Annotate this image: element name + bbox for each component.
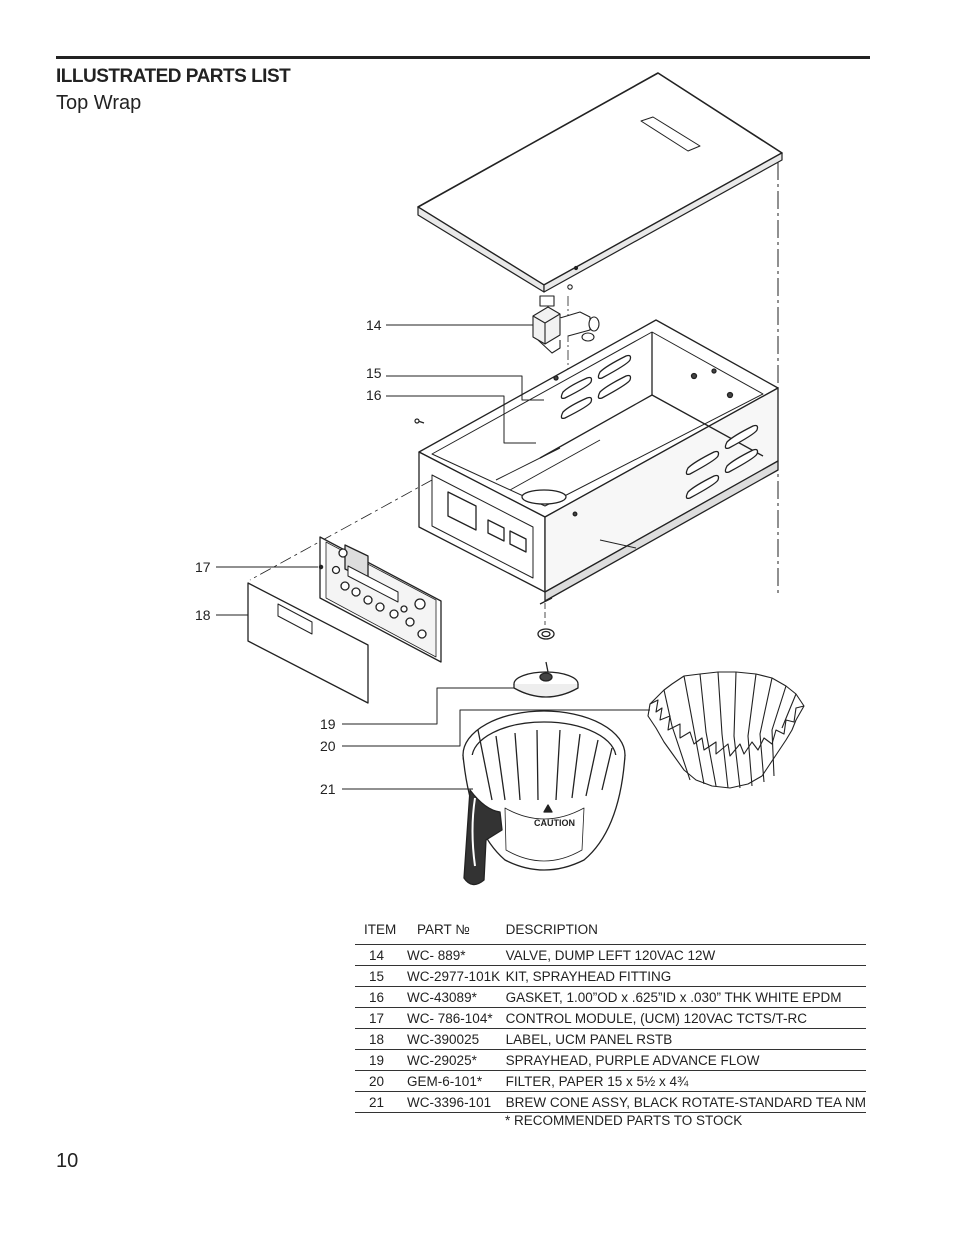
paper-filter-part-20: [647, 671, 805, 789]
description-cell: GASKET, 1.00”OD x .625”ID x .030” THK WH…: [505, 986, 866, 1008]
callout-15: 15: [366, 365, 382, 381]
table-row: 17 WC- 786-104* CONTROL MODULE, (UCM) 12…: [355, 1007, 866, 1029]
item-cell: 21: [355, 1091, 408, 1113]
item-cell: 17: [355, 1007, 408, 1029]
callout-18: 18: [195, 607, 211, 623]
callout-20: 20: [320, 738, 336, 754]
column-header-part: PART №: [417, 921, 470, 937]
part-cell: WC-43089*: [407, 986, 506, 1008]
item-cell: 19: [355, 1049, 408, 1071]
page-number: 10: [56, 1150, 79, 1172]
description-cell: LABEL, UCM PANEL RSTB: [505, 1028, 866, 1050]
part-cell: WC- 889*: [407, 944, 506, 966]
item-cell: 20: [355, 1070, 408, 1092]
description-cell: FILTER, PAPER 15 x 5½ x 4¾: [505, 1070, 866, 1092]
callout-21: 21: [320, 781, 336, 797]
parts-table-header: ITEM PART № DESCRIPTION: [355, 918, 866, 945]
section-heading: ILLUSTRATED PARTS LIST: [56, 66, 291, 87]
callout-19: 19: [320, 716, 336, 732]
recommended-parts-footnote: * RECOMMENDED PARTS TO STOCK: [505, 1113, 743, 1128]
dump-valve-part-14: [532, 284, 600, 354]
item-cell: 15: [355, 965, 408, 987]
section-subheading: Top Wrap: [56, 92, 142, 114]
part-cell: WC-390025: [407, 1028, 506, 1050]
description-cell: SPRAYHEAD, PURPLE ADVANCE FLOW: [505, 1049, 866, 1071]
parts-table: ITEM PART № DESCRIPTION 14 WC- 889* VALV…: [355, 918, 866, 1113]
description-cell: VALVE, DUMP LEFT 120VAC 12W: [505, 944, 866, 966]
caution-label: CAUTION: [534, 818, 575, 828]
item-cell: 18: [355, 1028, 408, 1050]
description-cell: BREW CONE ASSY, BLACK ROTATE-STANDARD TE…: [505, 1091, 866, 1113]
callout-17: 17: [195, 559, 211, 575]
table-row: 20 GEM-6-101* FILTER, PAPER 15 x 5½ x 4¾: [355, 1070, 866, 1092]
ucm-label-part-18: [247, 582, 369, 704]
column-header-item: ITEM: [364, 921, 397, 937]
table-row: 16 WC-43089* GASKET, 1.00”OD x .625”ID x…: [355, 986, 866, 1008]
part-cell: WC- 786-104*: [407, 1007, 506, 1029]
description-cell: CONTROL MODULE, (UCM) 120VAC TCTS/T-RC: [505, 1007, 866, 1029]
control-module-part-17: [318, 536, 442, 663]
part-cell: WC-29025*: [407, 1049, 506, 1071]
header-rule: [56, 56, 870, 59]
top-cover-lid: [417, 72, 783, 293]
table-row: 18 WC-390025 LABEL, UCM PANEL RSTB: [355, 1028, 866, 1050]
brew-cone-part-21: [462, 710, 626, 886]
item-cell: 14: [355, 944, 408, 966]
table-row: 21 WC-3396-101 BREW CONE ASSY, BLACK ROT…: [355, 1091, 866, 1113]
callout-14: 14: [366, 317, 382, 333]
callout-16: 16: [366, 387, 382, 403]
description-cell: KIT, SPRAYHEAD FITTING: [505, 965, 866, 987]
table-row: 15 WC-2977-101K KIT, SPRAYHEAD FITTING: [355, 965, 866, 987]
column-header-description: DESCRIPTION: [505, 921, 598, 937]
top-wrap-housing: [418, 319, 779, 605]
part-cell: WC-2977-101K: [407, 965, 506, 987]
table-row: 14 WC- 889* VALVE, DUMP LEFT 120VAC 12W: [355, 944, 866, 966]
part-cell: WC-3396-101: [407, 1091, 506, 1113]
sprayhead-part-19: [513, 628, 579, 698]
table-row: 19 WC-29025* SPRAYHEAD, PURPLE ADVANCE F…: [355, 1049, 866, 1071]
part-cell: GEM-6-101*: [407, 1070, 506, 1092]
item-cell: 16: [355, 986, 408, 1008]
